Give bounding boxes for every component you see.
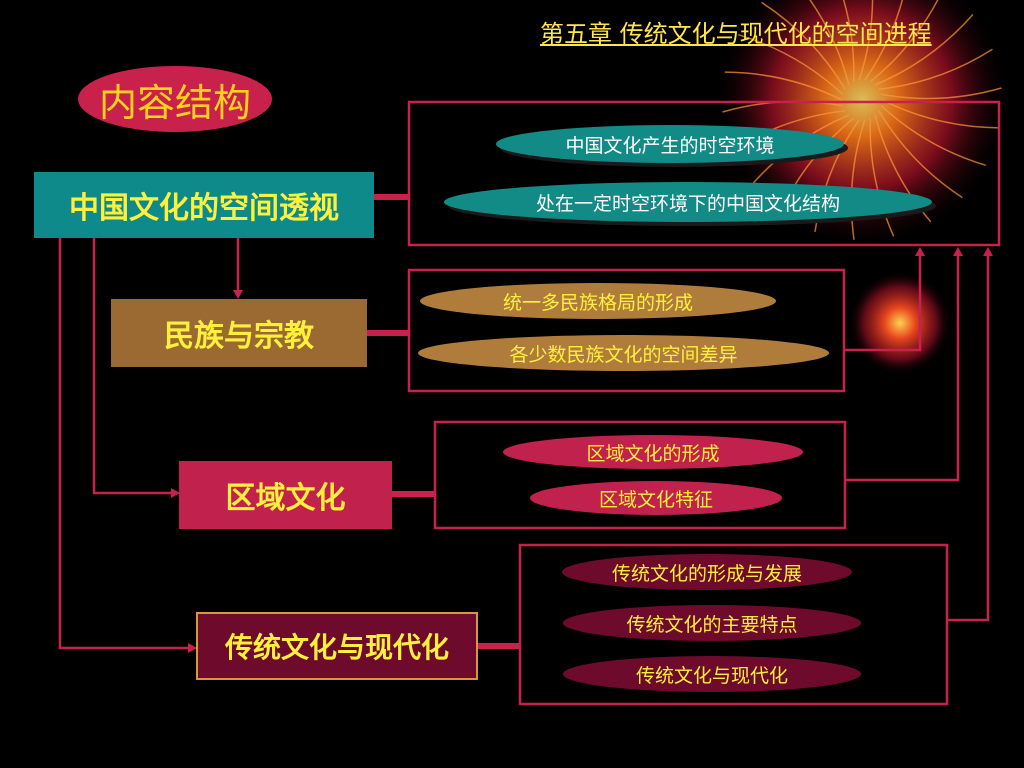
overview-label: 内容结构: [78, 66, 272, 132]
connector-lines: [58, 194, 990, 650]
group-frames: [407, 100, 1001, 706]
firework-ray: [850, 119, 866, 240]
firework-ray: [842, 0, 855, 82]
subtopic-4-1[interactable]: 传统文化的形成与发展: [562, 554, 852, 590]
subtopic-3-2[interactable]: 区域文化特征: [530, 481, 782, 515]
firework-ray: [858, 0, 874, 81]
firework-ray: [809, 0, 850, 86]
firework-ray: [737, 33, 844, 95]
firework-ray: [874, 114, 932, 223]
firework-ray: [724, 71, 843, 101]
group-frame-3: [433, 420, 847, 530]
subtopic-1-2[interactable]: 处在一定时空环境下的中国文化结构: [444, 182, 932, 222]
firework-ray: [878, 48, 993, 90]
firework-ray: [864, 0, 904, 81]
firework-ray: [869, 118, 895, 237]
topic-ethnicity-religion[interactable]: 民族与宗教: [111, 299, 367, 367]
firework-ray: [869, 0, 939, 83]
group-frame-1: [407, 100, 1001, 247]
topic-regional-culture[interactable]: 区域文化: [179, 461, 392, 529]
subtopic-2-1[interactable]: 统一多民族格局的形成: [420, 283, 776, 319]
topic-tradition-modernization[interactable]: 传统文化与现代化: [196, 612, 478, 680]
firework-ray: [880, 105, 987, 167]
firework-ray: [878, 110, 963, 199]
firework-ray: [761, 1, 846, 90]
group-frame-4: [518, 543, 949, 706]
subtopic-1-1[interactable]: 中国文化产生的时空环境: [496, 125, 844, 163]
firework-ray: [881, 87, 1002, 100]
chapter-title: 第五章 传统文化与现代化的空间进程: [540, 20, 932, 48]
subtopic-4-3[interactable]: 传统文化与现代化: [563, 656, 861, 692]
firework-ray: [874, 14, 974, 86]
subtopic-2-2[interactable]: 各少数民族文化的空间差异: [418, 335, 829, 371]
subtopic-3-1[interactable]: 区域文化的形成: [503, 435, 803, 469]
arrowheads: [171, 247, 993, 653]
firework-ray: [881, 99, 1000, 129]
subtopic-4-2[interactable]: 传统文化的主要特点: [563, 605, 861, 641]
topic-spatial-perspective[interactable]: 中国文化的空间透视: [34, 172, 374, 238]
